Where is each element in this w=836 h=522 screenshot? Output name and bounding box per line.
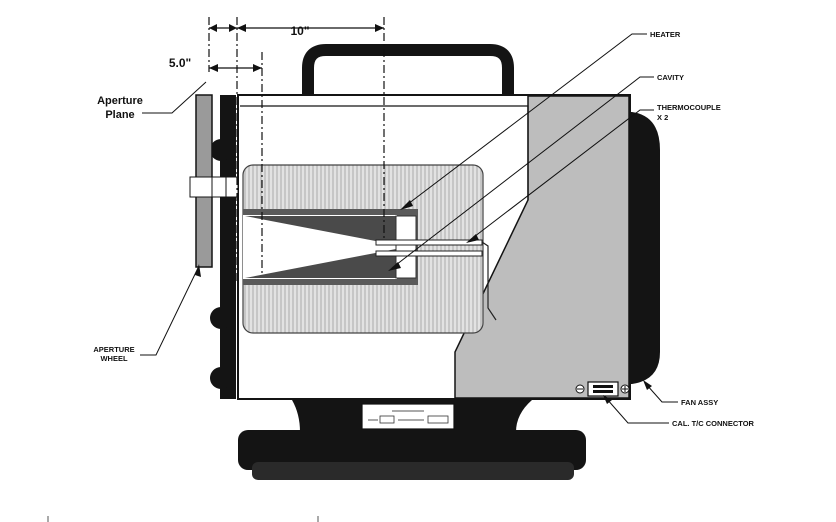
fan-assy-label: FAN ASSY	[681, 398, 718, 407]
front-knob-mid	[210, 307, 232, 329]
aperture-wheel-leader-arrow	[195, 264, 201, 277]
aperture-wheel-label: APERTURE	[93, 345, 134, 354]
heater-leader-arrow	[400, 200, 413, 210]
front-knob-top	[210, 139, 232, 161]
dim-arrowhead-5in-right	[253, 64, 262, 72]
aperture-plane-leader	[142, 81, 207, 114]
connector-pin-top	[593, 385, 613, 388]
cal-tc-connector-label: CAL. T/C CONNECTOR	[672, 419, 755, 428]
thermocouple-leader	[469, 109, 654, 241]
dim-label-10in: 10"	[290, 24, 309, 38]
heater-label: HEATER	[650, 30, 681, 39]
base-foot	[238, 430, 586, 470]
aperture-plane-label-2: Plane	[105, 109, 134, 121]
cavity-label: CAVITY	[657, 73, 684, 82]
connector-pin-bottom	[593, 390, 613, 393]
aperture-wheel-label-2: WHEEL	[100, 354, 128, 363]
dim-arrowhead-gap-right	[229, 24, 237, 32]
dim-arrowhead-gap-left	[209, 24, 217, 32]
cal-tc-connector	[587, 381, 619, 397]
cal-tc-connector-leader-arrow	[603, 395, 612, 404]
cavity-leader-arrow	[388, 262, 401, 271]
thermocouple-label: THERMOCOUPLE	[657, 103, 721, 112]
aperture-plane-label: Aperture	[97, 95, 143, 107]
cavity-leader	[391, 76, 654, 269]
aperture-hub	[189, 176, 239, 198]
thermocouple-rod-2	[375, 250, 483, 257]
heater-leader	[403, 33, 647, 208]
thermocouple-label-2: X 2	[657, 113, 668, 122]
front-knob-bottom	[210, 367, 232, 389]
fan-assy-leader	[645, 383, 678, 403]
carry-handle	[302, 44, 514, 96]
thermocouple-rod	[375, 239, 483, 246]
housing-inner-frame	[240, 105, 529, 200]
dim-label-5in: 5.0"	[169, 56, 191, 70]
dim-arrowhead-10in-left	[237, 24, 246, 32]
cavity-cone-lower	[245, 249, 396, 278]
nameplate-model-box	[379, 415, 395, 424]
thermocouple-wire	[481, 241, 497, 321]
cavity-bottom-plug	[395, 215, 417, 279]
cavity-cone-upper	[245, 216, 396, 245]
nameplate-serial-box	[427, 415, 449, 424]
dim-arrowhead-10in-right	[375, 24, 384, 32]
dim-arrowhead-5in-left	[209, 64, 218, 72]
thermocouple-leader-arrow	[466, 234, 479, 243]
fan-assy-leader-arrow	[643, 380, 652, 390]
base-foot-rim	[252, 462, 574, 480]
aperture-wheel-leader	[140, 267, 199, 356]
cal-tc-connector-leader	[605, 397, 669, 424]
